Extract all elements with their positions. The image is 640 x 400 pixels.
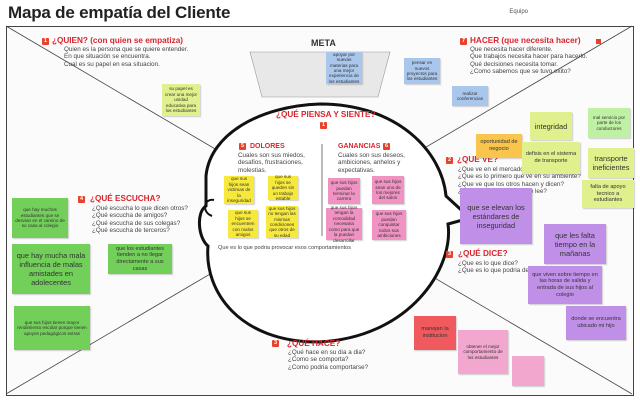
sticky-note[interactable]: que los estudiantes tienden a no llegar … bbox=[108, 244, 172, 274]
quien-line: En que situación se encuentra. bbox=[64, 53, 151, 61]
heading-dolores: DOLORES bbox=[250, 143, 285, 150]
sticky-note[interactable]: pensar en nuevos proyectos para los estu… bbox=[404, 58, 440, 84]
sticky-note[interactable]: que sus hijos tienen mayor rendimiento e… bbox=[14, 306, 90, 350]
sticky-note[interactable]: su papel es crear una mejor unidad educa… bbox=[162, 84, 200, 116]
ve-line: ¿Que es lo primero que ve en su ambiente… bbox=[458, 173, 581, 181]
sticky-note[interactable]: defisis en el sistema de transporte bbox=[522, 142, 580, 174]
sticky-note[interactable]: que sus hijos se encuentren con malos am… bbox=[228, 210, 258, 238]
heading-quien: ¿QUIEN? (con quien se empatiza) bbox=[52, 36, 184, 45]
hace-line: ¿Como podria comportarse? bbox=[288, 363, 369, 371]
escucha-description: ¿Qué escucha lo que dicen otros? ¿Qué es… bbox=[92, 205, 188, 235]
heading-piensa: ¿QUÉ PIENSA Y SIENTE? bbox=[276, 110, 376, 119]
sticky-note[interactable]: que sus hijos sean uno de los mejores de… bbox=[372, 176, 404, 204]
hacer-description: Que necesita hacer diferente. Que trabaj… bbox=[470, 46, 587, 76]
sticky-note[interactable]: que sus hijos puedan conquistar todos su… bbox=[372, 210, 406, 240]
meta-zone bbox=[249, 51, 391, 98]
head-footer-text: Que es lo que podria provocar esos compo… bbox=[218, 245, 352, 251]
heading-escucha: ¿QUÉ ESCUCHA? bbox=[90, 194, 161, 203]
sticky-note[interactable]: que sus hijos puedan terminar la carrera bbox=[328, 178, 360, 204]
dolores-line: Cuales son sus miedos, bbox=[238, 152, 305, 159]
heading-hacer: HACER (que necesita hacer) bbox=[470, 36, 581, 45]
sticky-note[interactable]: falta de apoyo tecnico a estudiantes bbox=[582, 180, 634, 208]
quien-description: Quien es la persona que se quiere entend… bbox=[64, 46, 188, 68]
sticky-note[interactable]: realizar conferencias bbox=[452, 86, 488, 106]
badge-escucha: 4 bbox=[78, 196, 85, 203]
sticky-note[interactable]: manejan la institucion bbox=[414, 316, 456, 350]
heading-ve: ¿QUÉ VE? bbox=[457, 155, 498, 164]
page-title: Mapa de empatía del Cliente bbox=[8, 3, 231, 22]
dice-line: ¿Que es lo que dice? bbox=[458, 260, 518, 267]
badge-quien: 1 bbox=[42, 38, 49, 45]
sticky-note[interactable]: donde se encuentra ubicado mi hijo bbox=[566, 306, 626, 340]
sticky-note[interactable]: oportunidad de negocio bbox=[476, 134, 522, 158]
ganancias-line: ambiciones, anhelos y bbox=[338, 159, 401, 167]
sticky-note[interactable]: que sus hijos tengan la comodidad necesa… bbox=[326, 205, 362, 243]
sticky-note[interactable]: que sus hijos sean victimas de la insegu… bbox=[224, 176, 254, 204]
hace-line: ¿Como se comporta? bbox=[288, 356, 349, 364]
heading-hace: ¿QUÉ HACE? bbox=[287, 339, 341, 348]
badge-piensa: 1 bbox=[320, 122, 327, 129]
badge-dice: 3 bbox=[446, 251, 453, 258]
dice-line: ¿Que es lo que podria decir? bbox=[458, 267, 540, 275]
sticky-note[interactable]: mal servicio por parte de los conductore… bbox=[588, 108, 630, 138]
meta-label: META bbox=[311, 38, 336, 48]
hacer-line: Qué decisiones necesita tomar. bbox=[470, 60, 558, 68]
brand-label: Equipo bbox=[509, 9, 528, 15]
ve-line: ¿Que ve que los otros hacen y dicen? bbox=[458, 180, 565, 188]
badge-hace: 3 bbox=[272, 340, 279, 347]
sticky-note[interactable]: que hay mucha mala influencia de malas a… bbox=[12, 244, 90, 294]
sticky-note[interactable]: que les falta tiempo en la mañanas bbox=[544, 224, 606, 264]
sticky-note[interactable] bbox=[512, 356, 544, 386]
sticky-note[interactable]: obtener el mejor comportamiento de los e… bbox=[458, 330, 508, 374]
hacer-line: Que necesita hacer diferente. bbox=[470, 46, 553, 53]
escucha-line: ¿Qué escucha lo que dicen otros? bbox=[92, 205, 188, 212]
sticky-note[interactable]: transporte ineficientes bbox=[588, 148, 634, 178]
ear-icon bbox=[204, 198, 215, 217]
quien-line: Cual es su papel en esa situacion. bbox=[64, 60, 160, 68]
sticky-note[interactable]: que sus hijos no tengan las mismas condi… bbox=[266, 206, 298, 238]
dolores-line: desafios, frustraciones, bbox=[238, 159, 303, 167]
quien-line: Quien es la persona que se quiere entend… bbox=[64, 46, 189, 53]
sticky-note[interactable]: que hay muchos estudiantes que se desvia… bbox=[12, 198, 68, 238]
escucha-line: ¿Qué escucha de amigos? bbox=[92, 212, 168, 220]
hace-line: ¿Qué hace en su dia a dia? bbox=[288, 349, 366, 356]
heading-ganancias: GANANCIAS bbox=[338, 143, 381, 150]
heading-dice: ¿QUÉ DICE? bbox=[458, 249, 508, 258]
sticky-note[interactable]: que sus hijos se queden sin un trabajo e… bbox=[268, 174, 298, 201]
ve-line: ¿Que ve en el mercado? bbox=[458, 166, 528, 173]
sticky-note[interactable]: integridad bbox=[530, 112, 572, 140]
escucha-line: ¿Qué escucha de terceros? bbox=[92, 227, 170, 235]
ganancias-line: Cuales son sus deseos, bbox=[338, 152, 405, 159]
dolores-description: Cuales son sus miedos, desafios, frustra… bbox=[238, 152, 305, 174]
sticky-note[interactable]: apoyar por nuevas materias para una mejo… bbox=[326, 52, 362, 84]
ganancias-line: expectativas. bbox=[338, 166, 375, 174]
ganancias-description: Cuales son sus deseos, ambiciones, anhel… bbox=[338, 152, 405, 174]
sticky-note[interactable]: que viven sobre tiempo en las horas de s… bbox=[528, 266, 602, 304]
red-marker bbox=[596, 39, 601, 44]
escucha-line: ¿Qué escucha de sus colegas? bbox=[92, 219, 181, 227]
sticky-note[interactable]: que se elevan los estándares de inseguri… bbox=[460, 188, 532, 244]
dolores-line: molestias. bbox=[238, 166, 267, 174]
badge-hacer: 7 bbox=[460, 38, 467, 45]
badge-dolores: 5 bbox=[239, 143, 246, 150]
dice-description: ¿Que es lo que dice? ¿Que es lo que podr… bbox=[458, 260, 539, 275]
hacer-line: ¿Como sabemos que se tuvo exito? bbox=[470, 68, 571, 76]
badge-ganancias: 6 bbox=[383, 143, 390, 150]
hace-description: ¿Qué hace en su dia a dia? ¿Como se comp… bbox=[288, 349, 368, 371]
badge-ve: 2 bbox=[446, 157, 453, 164]
hacer-line: Que trabajos necesita hacer para hacerlo… bbox=[470, 53, 588, 61]
